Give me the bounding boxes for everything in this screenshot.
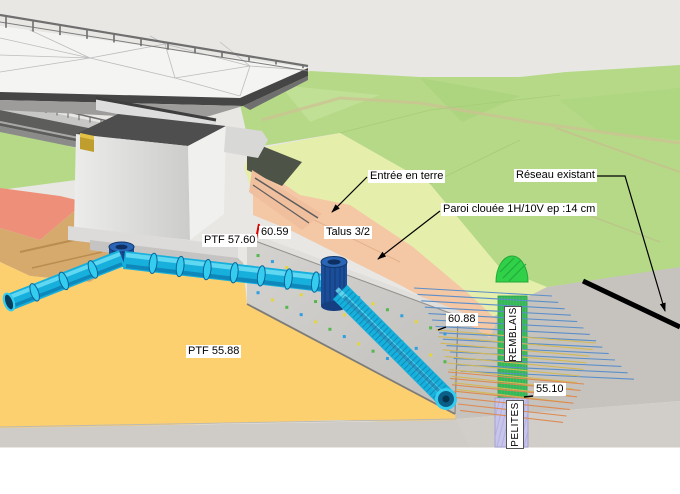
leader-reseau (592, 175, 666, 312)
label-level-60-59: 60.59 (259, 226, 291, 239)
label-pelites: PELITES (506, 400, 524, 449)
tick-55-10 (523, 395, 534, 398)
deck-mesh (0, 29, 306, 97)
label-pelites-text: PELITES (509, 402, 521, 447)
terrain-red-patch (0, 188, 85, 240)
ground-grey-band (0, 420, 470, 447)
label-level-55-10: 55.10 (534, 383, 566, 396)
abutment-side-cut (247, 140, 322, 230)
abutment-footing (68, 226, 238, 260)
label-reseau-existant: Réseau existant (514, 169, 597, 182)
label-paroi-clouee: Paroi clouée 1H/10V ep :14 cm (441, 203, 598, 216)
tick-60-88 (437, 326, 447, 331)
leader-entree (331, 176, 368, 213)
label-ptf-55-88: PTF 55.88 (186, 345, 242, 358)
bridge (0, 13, 309, 271)
abutment (68, 114, 268, 271)
deck-fascia (0, 68, 308, 106)
pipe-left (2, 250, 126, 312)
terrain-green (238, 65, 680, 287)
label-remblais: REMBLAIS (504, 306, 522, 362)
leader-paroi (377, 210, 441, 260)
ground-orange (0, 244, 470, 447)
pipe-open-end (2, 292, 16, 312)
drainage-network (2, 241, 457, 410)
existing-network-line (581, 278, 680, 330)
label-entree-en-terre: Entrée en terre (368, 170, 446, 183)
bridge-railing (0, 13, 309, 72)
terrain-chartreuse (244, 133, 547, 318)
label-talus: Talus 3/2 (324, 226, 373, 239)
pipe-main (122, 251, 334, 293)
wing-wall (224, 126, 268, 158)
label-level-60-88: 60.88 (446, 313, 478, 326)
terrain-road-path (261, 96, 680, 145)
pipe-along-wall (332, 284, 457, 410)
label-ptf-57-60: PTF 57.60 (202, 234, 258, 247)
label-remblais-text: REMBLAIS (507, 306, 519, 362)
